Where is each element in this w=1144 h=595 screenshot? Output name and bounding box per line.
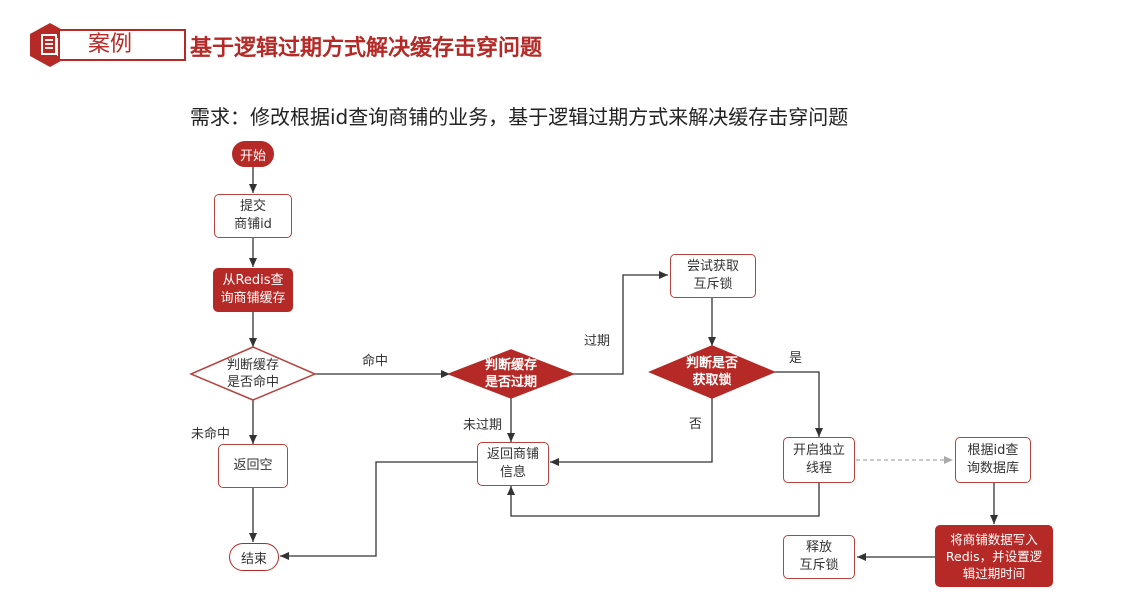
case-badge: 案例 [28, 22, 186, 68]
node-query-db: 根据id查 询数据库 [955, 437, 1031, 483]
edge-label-no: 否 [689, 417, 703, 432]
edge-yes [774, 371, 823, 437]
node-end: 结束 [229, 543, 279, 571]
edge-label-miss: 未命中 [191, 427, 231, 442]
node-try-lock: 尝试获取 互斥锁 [670, 254, 756, 298]
node-check-hit-label: 判断缓存 是否命中 [226, 358, 279, 390]
node-start-thread: 开启独立 线程 [783, 437, 855, 483]
node-return-null: 返回空 [218, 444, 288, 488]
edge-return-end [280, 461, 478, 560]
node-check-lock-label: 判断是否 获取锁 [685, 356, 738, 388]
page-title: 基于逻辑过期方式解决缓存击穿问题 [190, 36, 543, 61]
diamond-check-hit [189, 346, 317, 401]
edge-label-not-expired: 未过期 [463, 418, 503, 433]
node-check-expire-label: 判断缓存 是否过期 [484, 358, 537, 390]
node-release-lock: 释放 互斥锁 [783, 535, 855, 579]
node-query-redis: 从Redis查 询商铺缓存 [213, 268, 293, 312]
edge-expired [573, 271, 668, 375]
requirement-text: 需求：修改根据id查询商铺的业务，基于逻辑过期方式来解决缓存击穿问题 [190, 105, 849, 129]
badge-frame [58, 29, 186, 61]
edge-label-hit: 命中 [362, 354, 389, 369]
diamond-check-lock [648, 345, 776, 399]
badge-label: 案例 [88, 32, 133, 57]
edge-label-expired: 过期 [584, 334, 611, 349]
node-write-redis: 将商铺数据写入 Redis，并设置逻 辑过期时间 [935, 525, 1053, 587]
diamond-check-expire [446, 349, 576, 399]
edge-label-yes: 是 [789, 351, 803, 366]
node-submit: 提交 商铺id [214, 194, 292, 238]
node-return-shop: 返回商铺 信息 [477, 442, 549, 486]
edge-thread-return [507, 483, 820, 517]
edge-no [550, 398, 713, 466]
node-start: 开始 [232, 141, 274, 167]
